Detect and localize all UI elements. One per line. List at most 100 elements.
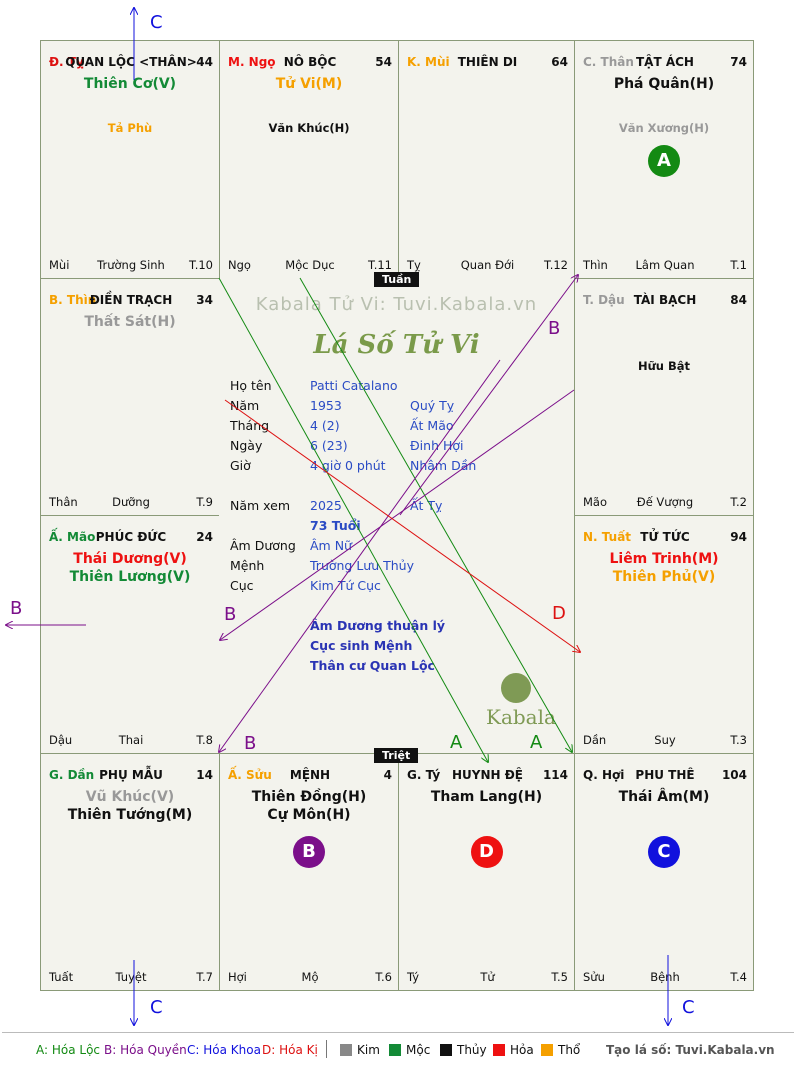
major-star: Thiên Tướng(M): [67, 807, 193, 823]
cell-can: Ấ. Mão: [49, 530, 96, 544]
cell-palace: QUAN LỘC <THÂN>: [65, 55, 197, 69]
cell-number: 104: [721, 768, 747, 782]
cell-number: 24: [196, 530, 213, 544]
info-key: Giờ: [230, 458, 251, 473]
cell-footer-left: Mão: [583, 495, 608, 509]
cell-palace: TẬT ÁCH: [636, 55, 694, 69]
minor-star: Tả Phù: [107, 121, 153, 135]
info-value: 1953: [310, 398, 342, 413]
tree-icon: [501, 673, 531, 703]
cell-number: 94: [730, 530, 747, 544]
legend-tho: Thổ: [558, 1043, 581, 1057]
info-key: Cục: [230, 578, 254, 593]
minor-star: Hữu Bật: [637, 359, 691, 373]
info-value: 2025: [310, 498, 342, 513]
cell-footer-left: Hợi: [228, 970, 247, 984]
thuy-swatch: [440, 1044, 452, 1056]
arrow-label-c: C: [150, 997, 163, 1018]
arrow-label-c: C: [682, 997, 695, 1018]
legend-separator: [326, 1040, 327, 1058]
cell-footer-mid: Trường Sinh: [97, 258, 165, 272]
hoa-ki-marker: D: [470, 836, 503, 868]
legend-thuy: Thủy: [457, 1043, 487, 1057]
info-value-2: Ất Tỵ: [410, 498, 443, 513]
cell-footer-left: Dần: [583, 733, 607, 747]
cell-can: G. Dần: [49, 768, 95, 782]
legend-hoa-quyen: B: Hóa Quyền: [104, 1043, 187, 1057]
cell-footer-right: T.7: [196, 970, 213, 984]
cell-footer-left: Tý: [407, 970, 420, 984]
arrow-label-d: D: [552, 603, 566, 624]
major-star: Vũ Khúc(V): [85, 789, 175, 805]
cell-palace: TỬ TỨC: [640, 530, 690, 544]
cell-footer-left: Sửu: [583, 970, 605, 984]
hoa-loc-marker: A: [648, 145, 680, 177]
cell-can: Q. Hợi: [583, 768, 625, 782]
cell-footer-left: Thìn: [583, 258, 608, 272]
note-line: Âm Dương thuận lý: [310, 618, 446, 633]
hoa-swatch: [493, 1044, 505, 1056]
legend-bar: A: Hóa Lộc B: Hóa Quyền C: Hóa Khoa D: H…: [0, 1040, 796, 1062]
cell-can: G. Tý: [407, 768, 441, 782]
center-panel: Kabala Tử Vi: Tuvi.Kabala.vn Lá Số Tử Vi…: [219, 278, 574, 753]
hoa-quyen-marker: B: [293, 836, 325, 868]
watermark-text: Kabala Tử Vi: Tuvi.Kabala.vn: [255, 294, 538, 315]
cell-palace: PHÚC ĐỨC: [95, 530, 167, 544]
tho-swatch: [541, 1044, 553, 1056]
major-star: Thiên Lương(V): [69, 569, 191, 585]
legend-moc: Mộc: [406, 1043, 431, 1057]
cell-footer-mid: Bệnh: [650, 970, 680, 984]
info-value: Trường Lưu Thủy: [310, 558, 414, 573]
cell-footer-mid: Lâm Quan: [635, 258, 695, 272]
cell-footer-left: Ngọ: [228, 258, 251, 272]
cell-footer-right: T.6: [375, 970, 392, 984]
info-key: Ngày: [230, 438, 263, 453]
major-star: Thiên Đồng(H): [251, 789, 367, 805]
cell-footer-mid: Tuyệt: [115, 970, 147, 984]
legend-hoa-ki: D: Hóa Kị: [262, 1043, 318, 1057]
note-line: Thân cư Quan Lộc: [310, 658, 435, 673]
cell-footer-mid: Đế Vượng: [636, 495, 694, 509]
cell-number: 4: [383, 768, 392, 782]
major-star: Thiên Phủ(V): [612, 569, 716, 585]
cell-footer-left: Thân: [49, 495, 78, 509]
cell-can: M. Ngọ: [228, 55, 276, 69]
cell-footer-mid: Quan Đới: [460, 258, 515, 272]
cell-footer-right: T.4: [730, 970, 747, 984]
cell-footer-mid: Thai: [118, 733, 144, 747]
info-value: 4 (2): [310, 418, 340, 433]
info-value: Âm Nữ: [310, 538, 352, 553]
cell-footer-left: Tuất: [49, 970, 74, 984]
cell-footer-mid: Mộc Dục: [285, 258, 335, 272]
cell-footer-mid: Suy: [654, 733, 676, 747]
cell-number: 14: [196, 768, 213, 782]
cell-footer-right: T.11: [368, 258, 392, 272]
cell-footer-mid: Dưỡng: [112, 495, 150, 509]
cell-footer-right: T.8: [196, 733, 213, 747]
cell-footer-right: T.9: [196, 495, 213, 509]
info-value-2: Nhâm Dần: [410, 458, 477, 473]
legend-site[interactable]: Tạo lá số: Tuvi.Kabala.vn: [606, 1043, 775, 1057]
arrow-label-b: B: [244, 733, 257, 754]
cell-footer-right: T.3: [730, 733, 747, 747]
moc-swatch: [389, 1044, 401, 1056]
info-key: Tháng: [230, 418, 270, 433]
legend-hoa-loc: A: Hóa Lộc: [36, 1043, 101, 1057]
major-star: Thái Âm(M): [618, 789, 710, 805]
cell-palace: THIÊN DI: [457, 55, 518, 69]
cell-can: B. Thìn: [49, 293, 97, 307]
info-value-2: Quý Tỵ: [410, 398, 455, 413]
